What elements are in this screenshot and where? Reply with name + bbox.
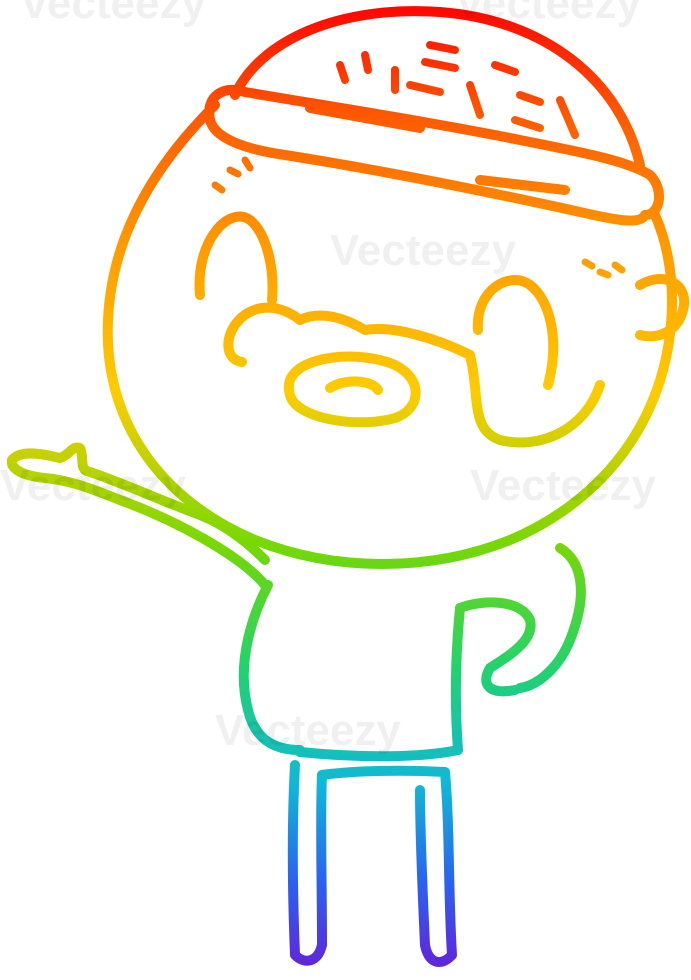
watermark-layer: Vecteezy Vecteezy Vecteezy Vecteezy Vect… <box>0 0 656 755</box>
watermark-text: Vecteezy <box>470 461 656 510</box>
watermark-text: Vecteezy <box>0 461 186 510</box>
ear <box>635 274 690 342</box>
leg-left <box>287 760 327 966</box>
right-eye <box>472 275 559 390</box>
beanie-texture-2 <box>475 175 570 195</box>
beanie-texture-1 <box>305 103 425 133</box>
hand-on-hip <box>455 597 536 697</box>
beanie-texture-3 <box>336 61 349 84</box>
leg-right <box>317 765 457 967</box>
beanie-texture-11 <box>516 91 544 106</box>
beanie-brim-bottom <box>205 115 650 226</box>
beanie-top <box>230 6 645 170</box>
torso-left <box>238 580 305 755</box>
watermark-text: Vecteezy <box>215 706 401 755</box>
beard-left <box>223 325 247 367</box>
freckle-5 <box>596 268 612 279</box>
torso-right <box>515 543 586 693</box>
beanie-texture-10 <box>491 61 519 76</box>
hip-line <box>450 603 465 755</box>
beanie-texture-6 <box>426 41 459 54</box>
raised-arm <box>6 442 270 590</box>
mouth-inner <box>325 376 383 395</box>
beanie-texture-13 <box>556 96 579 139</box>
beanie-texture-7 <box>421 58 459 72</box>
freckle-3 <box>241 156 254 172</box>
freckle-1 <box>211 181 226 194</box>
watermark-text: Vecteezy <box>455 0 641 28</box>
freckle-6 <box>611 261 626 274</box>
mouth <box>283 351 421 428</box>
mustache-beard <box>227 302 605 448</box>
beanie-texture-4 <box>361 51 372 74</box>
watermark-text: Vecteezy <box>330 226 516 275</box>
freckle-2 <box>226 166 242 178</box>
freckle-4 <box>581 258 596 270</box>
beanie-brim-top <box>204 84 664 220</box>
left-eye <box>194 211 278 305</box>
waist <box>295 745 463 762</box>
beanie-texture-8 <box>406 81 444 96</box>
beanie-texture-9 <box>466 81 484 119</box>
watermark-text: Vecteezy <box>20 0 206 28</box>
beanie-texture-12 <box>511 116 544 132</box>
